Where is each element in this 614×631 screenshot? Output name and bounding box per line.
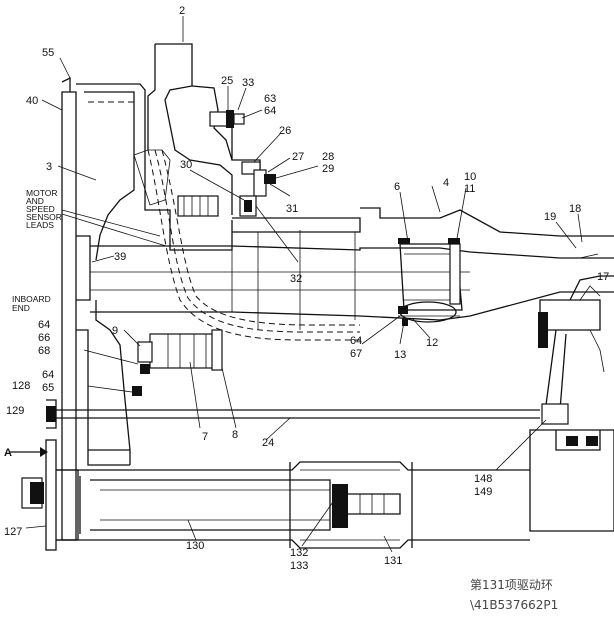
callout-10: 10 <box>464 171 476 183</box>
callout-40: 40 <box>26 95 38 107</box>
callout-131: 131 <box>384 555 402 567</box>
main-shaft <box>90 207 614 330</box>
callout-128: 128 <box>12 380 30 392</box>
callout-55: 55 <box>42 47 54 59</box>
brake-assembly <box>177 110 276 217</box>
callout-25: 25 <box>221 75 233 87</box>
callout-67: 67 <box>350 348 362 360</box>
spindle-arm <box>147 43 233 215</box>
callout-2: 2 <box>179 5 185 17</box>
callout-24: 24 <box>262 437 274 449</box>
caption: 第131项驱动环 \41B537662P1 <box>470 578 558 612</box>
leader-lines <box>25 16 599 553</box>
callout-19: 19 <box>544 211 556 223</box>
callout-64-b: 64 <box>350 335 362 347</box>
callout-4: 4 <box>443 177 449 189</box>
callout-27: 27 <box>292 151 304 163</box>
callout-149: 149 <box>474 486 492 498</box>
mounting-plate <box>45 76 79 551</box>
callout-13: 13 <box>394 349 406 361</box>
callout-127: 127 <box>4 526 22 538</box>
callout-6: 6 <box>394 181 400 193</box>
callout-11: 11 <box>464 183 475 195</box>
callout-63: 63 <box>264 93 276 105</box>
notes: MOTOR AND SPEED SENSOR LEADS INBOARD END <box>12 188 64 313</box>
callout-17: 17 <box>597 271 609 283</box>
callout-65: 65 <box>42 382 54 394</box>
callout-130: 130 <box>186 540 204 552</box>
motor-housing <box>76 83 233 466</box>
note-motor-leads: MOTOR AND SPEED SENSOR LEADS <box>26 188 64 230</box>
callout-labels: 2 55 40 25 33 63 64 26 30 27 28 29 31 3 … <box>4 5 609 572</box>
callout-64-a: 64 <box>38 319 50 331</box>
callout-12: 12 <box>426 337 438 349</box>
caption-line1: 第131项驱动环 <box>470 578 553 592</box>
callout-39: 39 <box>114 251 126 263</box>
callout-64-top: 64 <box>264 105 276 117</box>
inner-bearing <box>398 301 460 326</box>
callout-26: 26 <box>279 125 291 137</box>
callout-29: 29 <box>322 163 334 175</box>
tie-rod <box>46 399 540 429</box>
section-arrow-icon <box>10 447 48 457</box>
callout-148: 148 <box>474 473 492 485</box>
callout-3: 3 <box>46 161 52 173</box>
callout-18: 18 <box>569 203 581 215</box>
caption-line2: \41B537662P1 <box>470 598 558 612</box>
callout-33: 33 <box>242 77 254 89</box>
drive-ring <box>21 461 530 549</box>
callout-28: 28 <box>322 151 334 163</box>
callout-63-line: 63 <box>264 93 276 105</box>
callout-7: 7 <box>202 431 208 443</box>
right-bracket <box>529 275 614 532</box>
callout-9: 9 <box>112 325 118 337</box>
callout-129: 129 <box>6 405 24 417</box>
callout-30: 30 <box>180 159 192 171</box>
callout-68: 68 <box>38 345 50 357</box>
callout-66: 66 <box>38 332 50 344</box>
callout-32: 32 <box>290 273 302 285</box>
sensor-connector <box>132 329 223 396</box>
cable-routing <box>133 149 360 341</box>
callout-133: 133 <box>290 560 308 572</box>
callout-31: 31 <box>286 203 298 215</box>
outer-bearing <box>398 238 463 311</box>
callout-64-c: 64 <box>42 369 54 381</box>
callout-A: A <box>4 447 12 459</box>
callout-132: 132 <box>290 547 308 559</box>
note-inboard-end: INBOARD END <box>12 294 53 313</box>
callout-8: 8 <box>232 429 238 441</box>
